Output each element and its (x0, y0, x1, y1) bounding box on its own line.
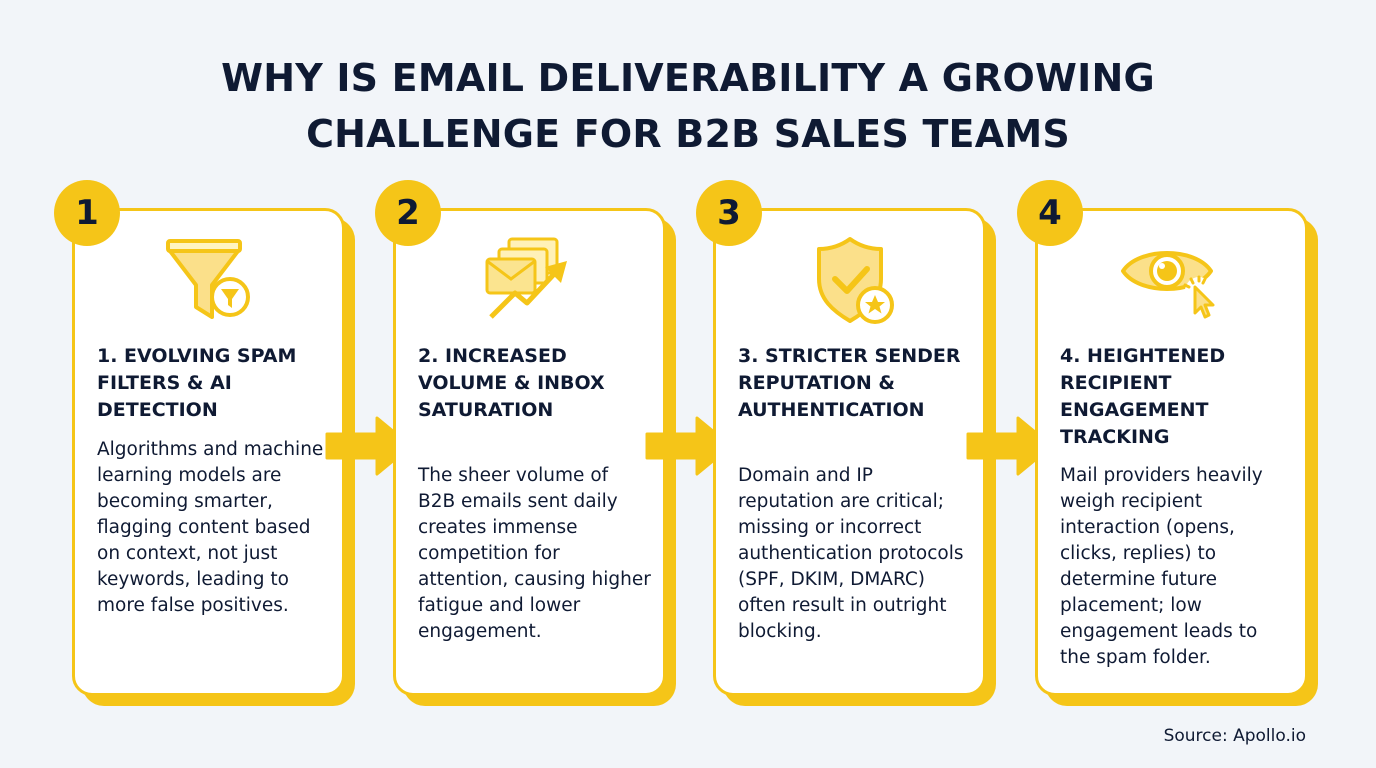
step-badge-3: 3 (696, 180, 762, 246)
card-title: 2. INCREASED VOLUME & INBOX SATURATION (418, 345, 605, 421)
source-credit: Source: Apollo.io (1163, 726, 1306, 746)
step-card-4: 4. HEIGHTENED RECIPIENT ENGAGEMENT TRACK… (1035, 208, 1318, 706)
title-line-2: CHALLENGE FOR B2B SALES TEAMS (306, 112, 1070, 156)
card-body: The sheer volume of B2B emails sent dail… (418, 465, 651, 642)
card-body: Algorithms and machine learning models a… (97, 439, 324, 616)
card-title: 3. STRICTER SENDER REPUTATION & AUTHENTI… (738, 345, 961, 421)
eye-cursor-click-icon (1120, 251, 1214, 319)
envelopes-trend-up-icon (485, 237, 567, 319)
card-body: Domain and IP reputation are critical; m… (738, 465, 964, 642)
title-line-1: WHY IS EMAIL DELIVERABILITY A GROWING (221, 56, 1155, 100)
step-badge-1: 1 (54, 180, 120, 246)
card-panel: 3. STRICTER SENDER REPUTATION & AUTHENTI… (713, 208, 986, 696)
shield-check-star-icon (816, 237, 894, 324)
step-badge-4: 4 (1017, 180, 1083, 246)
card-panel: 2. INCREASED VOLUME & INBOX SATURATION T… (393, 208, 666, 696)
card-title: 4. HEIGHTENED RECIPIENT ENGAGEMENT TRACK… (1060, 345, 1226, 448)
card-panel: 1. EVOLVING SPAM FILTERS & AI DETECTION … (72, 208, 345, 696)
step-card-3: 3. STRICTER SENDER REPUTATION & AUTHENTI… (713, 208, 996, 706)
page-title: WHY IS EMAIL DELIVERABILITY A GROWING CH… (0, 50, 1376, 162)
card-title: 1. EVOLVING SPAM FILTERS & AI DETECTION (97, 345, 297, 421)
step-card-2: 2. INCREASED VOLUME & INBOX SATURATION T… (393, 208, 676, 706)
card-body: Mail providers heavily weigh recipient i… (1060, 465, 1263, 668)
step-badge-2: 2 (375, 180, 441, 246)
card-panel: 4. HEIGHTENED RECIPIENT ENGAGEMENT TRACK… (1035, 208, 1308, 696)
funnel-filter-icon (165, 239, 250, 319)
step-card-1: 1. EVOLVING SPAM FILTERS & AI DETECTION … (72, 208, 355, 706)
